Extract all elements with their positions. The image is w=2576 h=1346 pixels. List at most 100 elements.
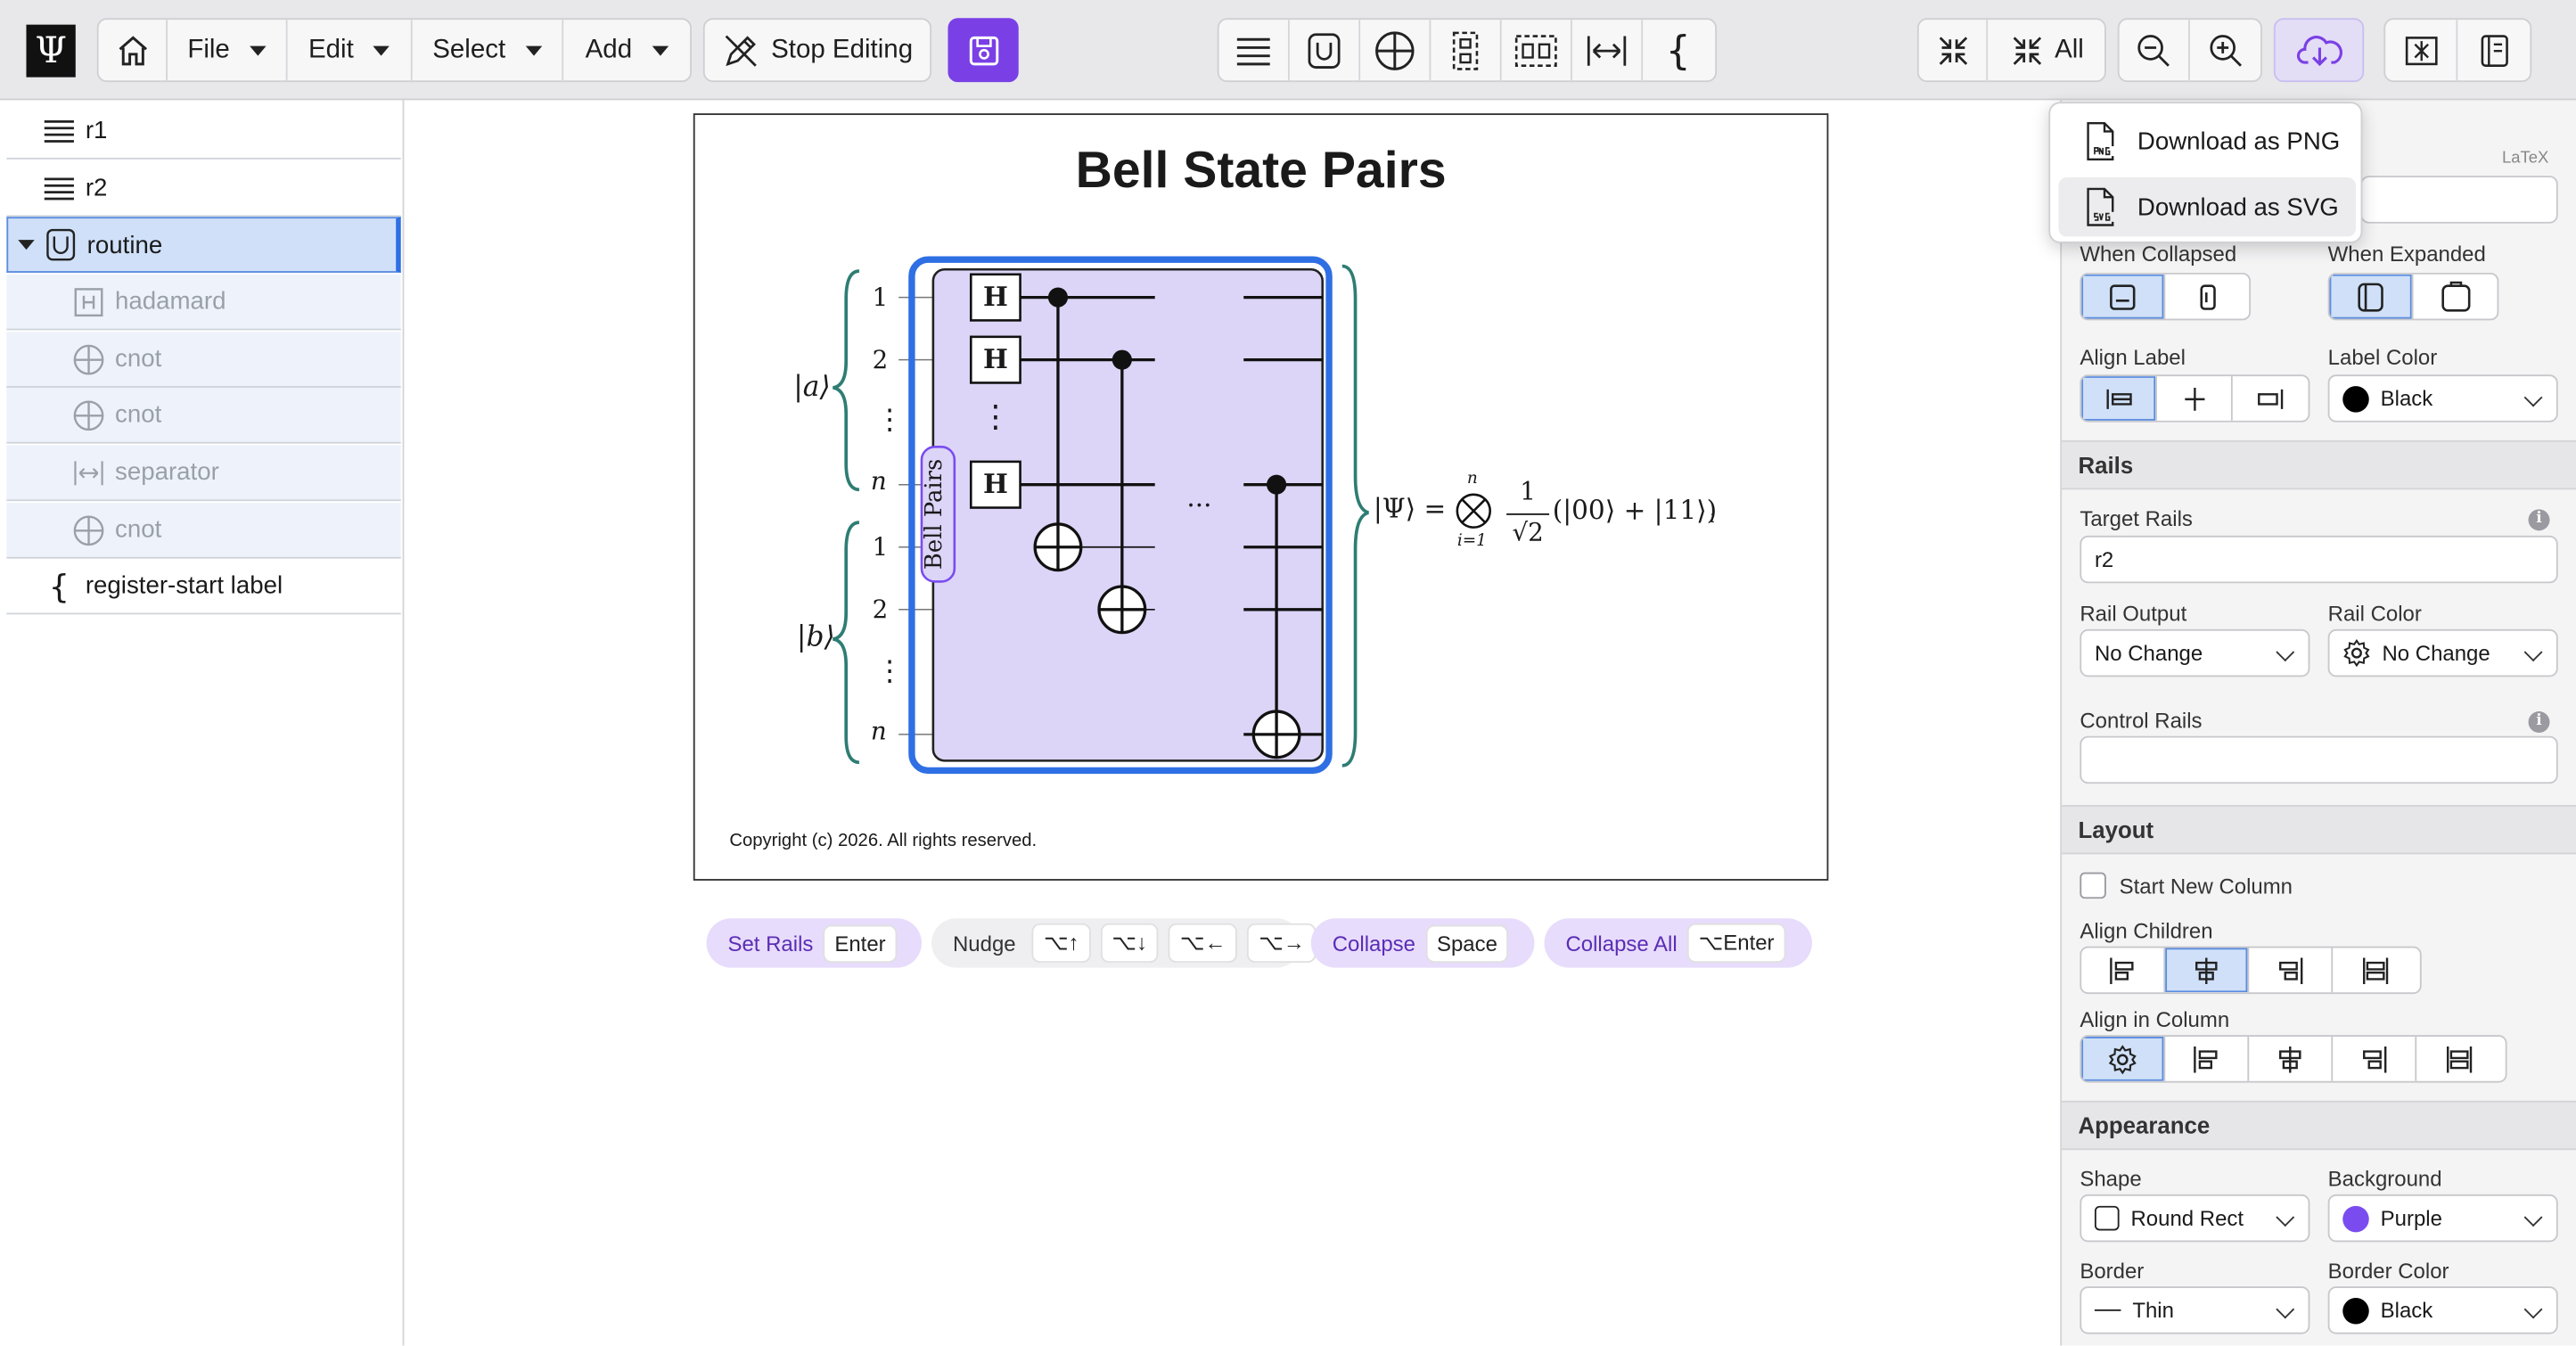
rails-section-header[interactable]: Rails — [2062, 439, 2576, 490]
tree-item-cnot[interactable]: cnot — [6, 387, 401, 444]
select-menu[interactable]: Select — [413, 20, 564, 81]
cnot-icon — [72, 513, 105, 546]
chevron-down-icon — [525, 45, 542, 55]
expanded-top-label-option[interactable] — [2414, 275, 2498, 319]
equation-rhs: (|00⟩ + |11⟩) — [1552, 494, 1718, 526]
side-label-icon — [2358, 282, 2383, 311]
align-in-column-left-option[interactable] — [2165, 1036, 2250, 1081]
tree-item-r2[interactable]: r2 — [6, 161, 401, 217]
debug-button[interactable] — [2385, 20, 2458, 81]
download-svg-item[interactable]: Download as SVG — [2058, 177, 2357, 237]
collapsed-show-label-option[interactable] — [2081, 274, 2166, 319]
align-children-toggle — [2080, 946, 2422, 995]
add-routine-button[interactable] — [1290, 20, 1361, 81]
align-children-center-option[interactable] — [2165, 948, 2250, 993]
hadamard-icon — [72, 285, 105, 318]
gate-vdots: ⋮ — [980, 398, 1012, 436]
info-icon[interactable]: i — [2528, 509, 2550, 531]
align-in-column-center-option[interactable] — [2249, 1036, 2334, 1081]
nudge-shortcut[interactable]: Nudge ⌥↑ ⌥↓ ⌥← ⌥→ — [931, 918, 1317, 968]
properties-panel: LaTeX When Collapsed When Expanded Align… — [2060, 100, 2576, 1346]
align-label-right-option[interactable] — [2233, 376, 2309, 421]
download-button[interactable] — [2276, 20, 2363, 80]
label-input[interactable] — [2360, 176, 2558, 224]
hadamard-gate-n — [969, 460, 1021, 509]
border-select[interactable]: Thin — [2080, 1286, 2310, 1334]
collapse-button[interactable] — [1919, 20, 1989, 81]
tree-item-r1[interactable]: r1 — [6, 103, 401, 160]
add-group-button[interactable] — [1502, 20, 1572, 81]
align-in-column-right-option[interactable] — [2333, 1036, 2417, 1081]
home-button[interactable] — [99, 20, 168, 81]
save-button[interactable] — [948, 18, 1019, 83]
appearance-section-header[interactable]: Appearance — [2062, 1100, 2576, 1151]
tree-item-register-start-label[interactable]: { register-start label — [6, 559, 401, 615]
border-color-select[interactable]: Black — [2327, 1286, 2558, 1334]
expanded-side-label-option[interactable] — [2329, 274, 2414, 319]
align-children-right-option[interactable] — [2249, 948, 2334, 993]
collapse-all-button[interactable]: All — [1988, 20, 2104, 80]
target-rails-input[interactable]: r2 — [2080, 535, 2558, 584]
collapse-shortcut[interactable]: Collapse Space — [1310, 918, 1535, 968]
control-rails-input[interactable] — [2080, 735, 2558, 784]
control-dot — [1267, 474, 1287, 495]
align-center-icon — [2195, 956, 2218, 984]
separator-icon — [72, 456, 105, 488]
background-select[interactable]: Purple — [2327, 1194, 2558, 1243]
align-in-column-stretch-option[interactable] — [2416, 1037, 2500, 1081]
add-rails-button[interactable] — [1219, 20, 1290, 81]
docs-button[interactable] — [2457, 20, 2530, 80]
layout-section-header[interactable]: Layout — [2062, 805, 2576, 855]
tree-item-routine[interactable]: routine — [6, 217, 401, 273]
group-icon — [1514, 34, 1557, 67]
chevron-down-icon[interactable] — [18, 240, 35, 250]
tree-item-cnot[interactable]: cnot — [6, 332, 401, 388]
download-png-item[interactable]: Download as PNG — [2058, 111, 2356, 170]
set-rails-shortcut[interactable]: Set Rails Enter — [706, 918, 922, 968]
equation-subscript: i — [1710, 509, 1716, 528]
wire-label: 1 — [872, 283, 889, 313]
routine-label: Bell Pairs — [921, 458, 948, 570]
add-label-button[interactable]: { — [1643, 20, 1713, 80]
add-column-button[interactable] — [1431, 20, 1502, 81]
label-color-select[interactable]: Black — [2327, 374, 2558, 423]
cloud-download-icon — [2296, 35, 2342, 66]
zoom-in-button[interactable] — [2190, 20, 2260, 80]
diagram-figure[interactable]: Bell State Pairs — [693, 113, 1829, 881]
align-children-left-option[interactable] — [2081, 948, 2166, 993]
hadamard-gate-1 — [969, 273, 1021, 322]
outline-sidebar: r1 r2 routine hadamard cnot cnot separat… — [0, 100, 405, 1346]
add-menu[interactable]: Add — [563, 20, 690, 80]
align-children-stretch-option[interactable] — [2333, 948, 2416, 992]
tree-item-cnot[interactable]: cnot — [6, 502, 401, 559]
edit-menu[interactable]: Edit — [288, 20, 413, 81]
border-color-label: Border Color — [2327, 1258, 2449, 1284]
add-gate-button[interactable] — [1360, 20, 1432, 81]
start-new-column-checkbox[interactable] — [2080, 872, 2106, 899]
align-in-column-auto-option[interactable] — [2081, 1036, 2166, 1081]
when-collapsed-toggle — [2080, 272, 2252, 321]
rail-color-select[interactable]: No Change — [2327, 628, 2558, 677]
chevron-down-icon — [2523, 1208, 2543, 1227]
collapse-all-shortcut[interactable]: Collapse All ⌥Enter — [1544, 918, 1812, 968]
rail-output-select[interactable]: No Change — [2080, 628, 2310, 677]
stop-editing-button[interactable]: Stop Editing — [705, 20, 931, 80]
equation-denominator: √2 — [1512, 517, 1544, 547]
zoom-out-button[interactable] — [2120, 20, 2190, 81]
collapsed-hide-label-option[interactable] — [2165, 275, 2249, 319]
equation-numerator: 1 — [1520, 476, 1536, 506]
svg-file-icon — [2087, 187, 2116, 226]
wire-label: 1 — [872, 532, 889, 562]
brace-icon: { — [1665, 27, 1691, 74]
collapse-all-icon — [2013, 36, 2041, 64]
tree-item-separator[interactable]: separator — [6, 445, 401, 502]
file-menu[interactable]: File — [168, 20, 288, 81]
shape-select[interactable]: Round Rect — [2080, 1194, 2310, 1243]
main-menu-group: File Edit Select Add — [96, 18, 692, 83]
align-label-center-option[interactable] — [2157, 376, 2233, 421]
align-label-left-option[interactable] — [2081, 376, 2157, 421]
tree-item-hadamard[interactable]: hadamard — [6, 274, 401, 331]
add-separator-button[interactable] — [1572, 20, 1644, 81]
circuit-drawing — [833, 256, 1550, 775]
info-icon[interactable]: i — [2528, 711, 2550, 734]
